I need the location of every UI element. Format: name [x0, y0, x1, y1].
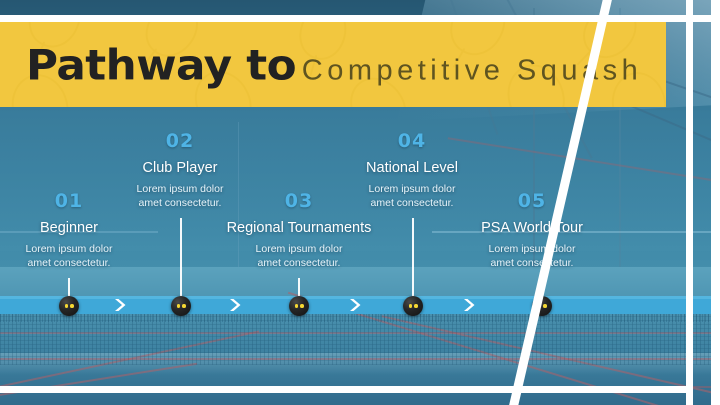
step-title: Regional Tournaments: [226, 220, 372, 236]
chevron-right-icon: [462, 297, 478, 313]
court-wall-seam: [619, 8, 622, 349]
step-connector-line: [68, 278, 70, 302]
page-title: Pathway to Competitive Squash: [26, 40, 642, 89]
step-description-line1: Lorem ipsum dolor: [136, 182, 224, 195]
step-number: 03: [284, 190, 314, 212]
step-description-line1: Lorem ipsum dolor: [255, 242, 343, 255]
step-description-line2: amet consectetur.: [138, 196, 222, 209]
frame-right-edge: [711, 0, 720, 405]
step-connector-line: [298, 278, 300, 302]
frame-right-bar: [686, 0, 693, 405]
step-description-line1: Lorem ipsum dolor: [488, 242, 576, 255]
frame-top-bar: [0, 15, 720, 22]
step-description-line2: amet consectetur.: [27, 256, 111, 269]
chevron-right-icon: [113, 297, 129, 313]
step-connector-line: [180, 218, 182, 302]
step-title: National Level: [366, 160, 458, 176]
step-description-line2: amet consectetur.: [490, 256, 574, 269]
step-number: 04: [397, 130, 427, 152]
step-number: 05: [517, 190, 547, 212]
squash-ball-icon: [289, 296, 309, 316]
step-description-line1: Lorem ipsum dolor: [25, 242, 113, 255]
chevron-right-icon: [348, 297, 364, 313]
net-texture: [0, 305, 720, 365]
step-number: 02: [165, 130, 195, 152]
step-description-line2: amet consectetur.: [370, 196, 454, 209]
chevron-right-icon: [228, 297, 244, 313]
squash-ball-icon: [59, 296, 79, 316]
timeline-step-02[interactable]: 02 Club Player Lorem ipsum dolor amet co…: [112, 132, 248, 210]
court-line: [432, 230, 720, 233]
title-banner: Pathway to Competitive Squash: [0, 22, 666, 107]
squash-ball-icon: [171, 296, 191, 316]
timeline-bar-highlight: [0, 296, 720, 299]
title-bold-part: Pathway to: [26, 40, 297, 89]
step-description-line2: amet consectetur.: [257, 256, 341, 269]
step-number: 01: [54, 190, 84, 212]
court-wall-seam: [532, 8, 535, 365]
court-line: [0, 358, 720, 361]
frame-bottom-bar: [0, 386, 692, 393]
court-wall-seam: [237, 121, 240, 292]
timeline-step-05[interactable]: 05 PSA World Tour Lorem ipsum dolor amet…: [452, 192, 612, 270]
timeline-step-04[interactable]: 04 National Level Lorem ipsum dolor amet…: [344, 132, 480, 210]
step-connector-line: [412, 218, 414, 302]
step-title: Club Player: [142, 160, 218, 176]
step-title: PSA World Tour: [481, 220, 583, 236]
court-line: [0, 332, 720, 334]
timeline-step-01[interactable]: 01 Beginner Lorem ipsum dolor amet conse…: [0, 192, 138, 270]
court-wall-seam: [0, 230, 159, 233]
squash-ball-icon: [403, 296, 423, 316]
timeline-step-03[interactable]: 03 Regional Tournaments Lorem ipsum dolo…: [206, 192, 392, 270]
step-description-line1: Lorem ipsum dolor: [368, 182, 456, 195]
title-light-part: Competitive Squash: [301, 54, 643, 86]
step-title: Beginner: [39, 220, 99, 236]
